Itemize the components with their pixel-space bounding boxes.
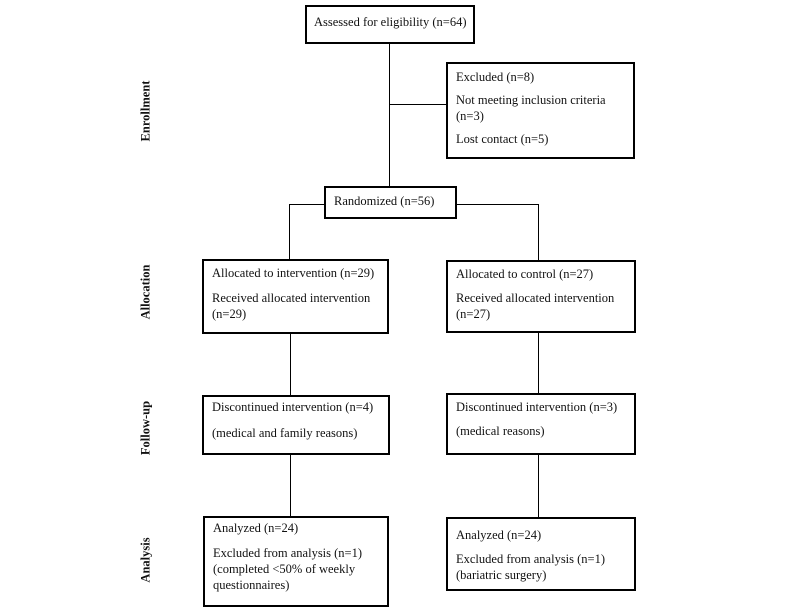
stage-label-followup: Follow-up — [138, 400, 153, 456]
received-control-count: (n=27) — [456, 307, 491, 321]
allocation-control-box: Allocated to control (n=27) Received all… — [446, 260, 636, 333]
connector-to-control — [538, 204, 539, 261]
connector-control-followup — [538, 332, 539, 394]
discontinued-intervention-text: Discontinued intervention (n=4) — [212, 400, 374, 414]
randomized-text: Randomized (n=56) — [334, 194, 435, 208]
analysis-control-box: Analyzed (n=24) Excluded from analysis (… — [446, 517, 636, 591]
discontinued-control-text: Discontinued intervention (n=3) — [456, 400, 618, 414]
analyzed-control-text: Analyzed (n=24) — [456, 528, 542, 542]
allocation-intervention-box: Allocated to intervention (n=29) Receive… — [202, 259, 389, 334]
randomized-box: Randomized (n=56) — [324, 186, 457, 219]
connector-randomized-right — [456, 204, 538, 205]
allocated-intervention-text: Allocated to intervention (n=29) — [212, 266, 375, 280]
received-intervention-text: Received allocated intervention — [212, 291, 371, 305]
excluded-analysis-control-text: Excluded from analysis (n=1) — [456, 552, 606, 566]
excluded-analysis-intervention-text: Excluded from analysis (n=1) — [213, 546, 363, 560]
assessed-text: Assessed for eligibility (n=64) — [314, 15, 467, 29]
assessed-box: Assessed for eligibility (n=64) — [305, 5, 475, 44]
connector-to-excluded — [389, 104, 447, 105]
analysis-intervention-box: Analyzed (n=24) Excluded from analysis (… — [203, 516, 389, 607]
excluded-reason-1-count: (n=3) — [456, 109, 484, 123]
followup-control-box: Discontinued intervention (n=3) (medical… — [446, 393, 636, 455]
connector-control-analysis — [538, 454, 539, 518]
analyzed-intervention-text: Analyzed (n=24) — [213, 521, 299, 535]
connector-to-intervention — [289, 204, 290, 260]
allocated-control-text: Allocated to control (n=27) — [456, 267, 594, 281]
excluded-box: Excluded (n=8) Not meeting inclusion cri… — [446, 62, 635, 159]
connector-intervention-followup — [290, 333, 291, 396]
excluded-analysis-intervention-reason-cont: questionnaires) — [213, 578, 290, 592]
excluded-reason-1: Not meeting inclusion criteria — [456, 93, 606, 107]
excluded-title: Excluded (n=8) — [456, 70, 535, 84]
received-intervention-count: (n=29) — [212, 307, 247, 321]
connector-assessed-randomized — [389, 43, 390, 186]
stage-label-enrollment: Enrollment — [138, 80, 153, 142]
stage-label-allocation: Allocation — [138, 264, 153, 320]
followup-intervention-box: Discontinued intervention (n=4) (medical… — [202, 395, 390, 455]
discontinued-control-reason: (medical reasons) — [456, 424, 545, 438]
excluded-analysis-control-reason: (bariatric surgery) — [456, 568, 547, 582]
excluded-reason-2: Lost contact (n=5) — [456, 132, 549, 146]
connector-intervention-analysis — [290, 454, 291, 517]
excluded-analysis-intervention-reason: (completed <50% of weekly — [213, 562, 356, 576]
discontinued-intervention-reason: (medical and family reasons) — [212, 426, 358, 440]
received-control-text: Received allocated intervention — [456, 291, 615, 305]
stage-label-analysis: Analysis — [138, 537, 153, 583]
connector-randomized-left — [289, 204, 325, 205]
